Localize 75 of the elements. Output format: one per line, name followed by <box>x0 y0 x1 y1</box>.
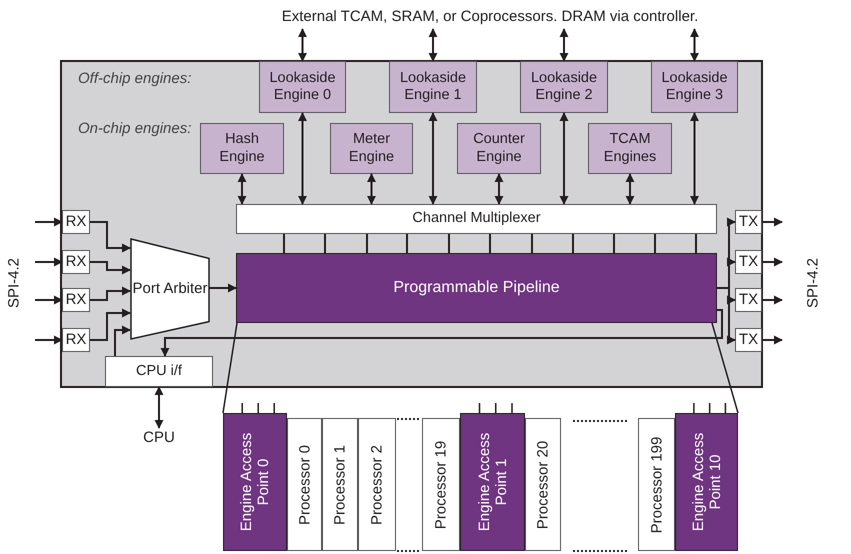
arrow <box>494 173 504 205</box>
arrow <box>560 112 568 205</box>
port-box: TX <box>735 328 762 352</box>
arrow <box>154 386 164 429</box>
engine-box: Counter Engine <box>457 123 541 174</box>
arrow <box>762 296 783 304</box>
connector-line <box>406 234 408 253</box>
arrow <box>762 258 783 266</box>
arrow <box>90 286 131 301</box>
processor-box: Processor 0 <box>287 418 322 551</box>
interface-label: SPI-4.2 <box>804 258 823 308</box>
arrow <box>35 296 63 304</box>
port-box: RX <box>62 250 90 274</box>
engine-box: Lookaside Engine 0 <box>259 61 346 113</box>
arrow <box>35 258 63 266</box>
arrow <box>762 218 783 226</box>
arrow <box>428 28 438 62</box>
processor-box: Processor 199 <box>638 418 675 551</box>
connector-line <box>695 234 697 253</box>
arrow <box>690 28 699 62</box>
arrow <box>560 28 568 62</box>
connector-line <box>572 234 574 253</box>
arrow <box>90 261 131 274</box>
connector-line <box>489 234 491 253</box>
processor-box: Processor 20 <box>525 418 561 551</box>
arrow <box>298 28 307 62</box>
access-point-box: Engine Access Point 10 <box>675 413 738 551</box>
connector-line <box>283 234 285 253</box>
arrow <box>690 112 699 205</box>
engine-box: Hash Engine <box>200 123 284 174</box>
engine-box: Lookaside Engine 1 <box>389 61 477 113</box>
arrow <box>160 309 723 357</box>
arrow <box>626 173 634 205</box>
processor-box: Processor 19 <box>422 418 460 551</box>
arbiter-block: Port Arbiter <box>130 238 210 340</box>
chip-outline <box>60 60 763 388</box>
port-box: RX <box>62 328 90 352</box>
arrow <box>90 221 131 252</box>
engine-box: Lookaside Engine 2 <box>520 61 608 113</box>
arrow <box>90 308 131 341</box>
row-label: On-chip engines: <box>78 120 192 139</box>
port-box: TX <box>735 250 762 274</box>
connector-line <box>366 234 368 253</box>
port-box: RX <box>62 288 90 312</box>
port-box: TX <box>735 210 762 234</box>
arrow <box>35 218 63 226</box>
processor-box: Processor 2 <box>358 418 396 551</box>
arrow <box>209 284 237 292</box>
arrow <box>298 112 307 205</box>
connector-line <box>531 234 533 253</box>
connector-line <box>654 234 656 253</box>
port-box: TX <box>735 288 762 312</box>
access-point-box: Engine Access Point 0 <box>223 413 287 551</box>
access-point-box: Engine Access Point 1 <box>460 413 525 551</box>
arrow <box>35 336 63 344</box>
arrow <box>114 326 131 356</box>
engine-box: TCAM Engines <box>588 123 672 174</box>
arrow <box>367 173 376 205</box>
engine-box: Lookaside Engine 3 <box>651 61 738 113</box>
engine-box: Meter Engine <box>330 123 413 174</box>
connector-line <box>324 234 326 253</box>
row-label: Off-chip engines: <box>78 70 192 89</box>
caption-text: External TCAM, SRAM, or Coprocessors. DRAM via controller. <box>240 6 740 28</box>
connector-line <box>613 234 615 253</box>
connector-line <box>448 234 450 253</box>
block-box: CPU i/f <box>105 356 213 387</box>
interface-label: SPI-4.2 <box>6 258 24 308</box>
arrow <box>238 173 246 205</box>
pipeline-box: Programmable Pipeline <box>236 253 717 323</box>
arrow <box>762 336 783 344</box>
port-box: RX <box>62 210 90 234</box>
processor-box: Processor 1 <box>322 418 358 551</box>
caption-text: CPU <box>139 428 179 448</box>
arrow <box>428 112 438 205</box>
block-box: Channel Multiplexer <box>236 204 717 234</box>
